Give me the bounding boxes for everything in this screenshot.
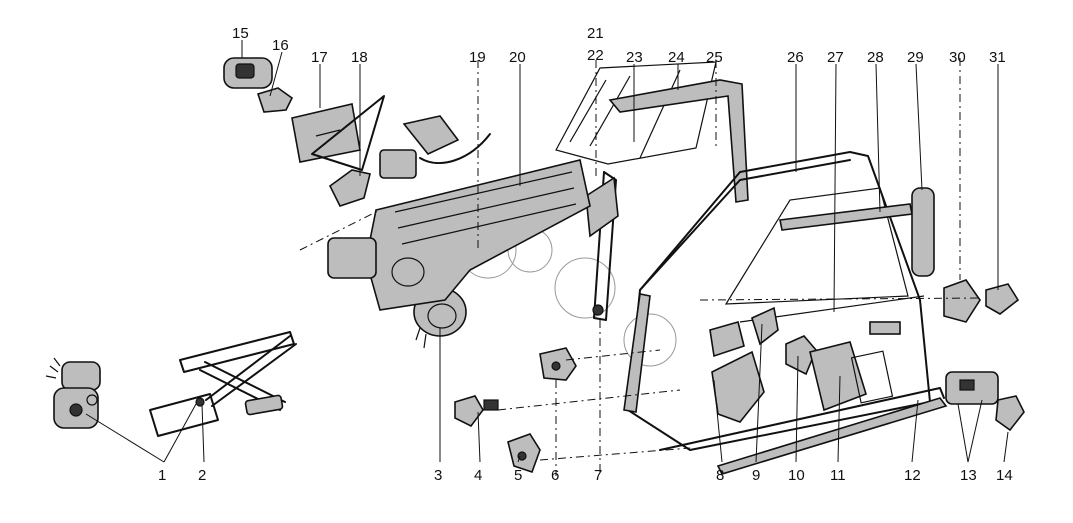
leader-lines bbox=[85, 40, 1009, 463]
callout-28: 28 bbox=[867, 49, 884, 66]
callout-19: 19 bbox=[469, 49, 486, 66]
callout-26: 26 bbox=[787, 49, 804, 66]
callout-20: 20 bbox=[509, 49, 526, 66]
callout-31: 31 bbox=[989, 49, 1006, 66]
door-latch bbox=[943, 279, 981, 323]
callout-11: 11 bbox=[830, 467, 846, 484]
hinge-upper bbox=[539, 347, 577, 381]
callout-5: 5 bbox=[514, 467, 522, 484]
callout-27: 27 bbox=[827, 49, 844, 66]
pillar-trim bbox=[911, 187, 935, 277]
hinge-lower bbox=[507, 433, 541, 474]
latch-striker bbox=[985, 283, 1020, 315]
exterior-mirror bbox=[809, 341, 894, 412]
window-regulator bbox=[149, 331, 297, 437]
door-glass bbox=[555, 61, 749, 203]
callout-21: 21 bbox=[587, 25, 604, 42]
callout-14: 14 bbox=[996, 467, 1013, 484]
latch-rod-clip bbox=[995, 395, 1025, 432]
callout-6: 6 bbox=[551, 467, 559, 484]
hinge-small bbox=[454, 395, 499, 428]
callout-17: 17 bbox=[311, 49, 328, 66]
callout-16: 16 bbox=[272, 37, 289, 54]
armrest bbox=[291, 95, 385, 171]
callout-29: 29 bbox=[907, 49, 924, 66]
callout-15: 15 bbox=[232, 25, 249, 42]
lock-cylinder bbox=[223, 57, 273, 89]
window-motor bbox=[45, 357, 101, 429]
outside-handle-bracket bbox=[709, 306, 779, 358]
callout-10: 10 bbox=[788, 467, 805, 484]
inner-panel-seal bbox=[711, 350, 765, 423]
callout-25: 25 bbox=[706, 49, 723, 66]
door-handle-inner bbox=[328, 169, 371, 207]
door-shell bbox=[623, 151, 948, 475]
door-check bbox=[785, 335, 817, 376]
callout-4: 4 bbox=[474, 467, 482, 484]
callout-18: 18 bbox=[351, 49, 368, 66]
assembly-lines bbox=[299, 58, 981, 476]
belt-moulding bbox=[779, 203, 913, 231]
callout-23: 23 bbox=[626, 49, 643, 66]
callout-24: 24 bbox=[668, 49, 685, 66]
lock-lever bbox=[256, 87, 294, 113]
callout-30: 30 bbox=[949, 49, 966, 66]
callout-numbers: 1 2 3 4 5 6 7 8 9 10 11 12 13 14 15 16 1… bbox=[158, 25, 1013, 484]
callout-12: 12 bbox=[904, 467, 921, 484]
callout-13: 13 bbox=[960, 467, 977, 484]
callout-3: 3 bbox=[434, 467, 442, 484]
window-switch-wire bbox=[379, 115, 491, 179]
callout-9: 9 bbox=[752, 467, 760, 484]
glass-run-channel bbox=[585, 171, 619, 321]
callout-7: 7 bbox=[594, 467, 602, 484]
callout-22: 22 bbox=[587, 47, 604, 64]
callout-1: 1 bbox=[158, 467, 166, 484]
callout-8: 8 bbox=[716, 467, 724, 484]
lower-latch bbox=[945, 371, 999, 405]
callout-2: 2 bbox=[198, 467, 206, 484]
